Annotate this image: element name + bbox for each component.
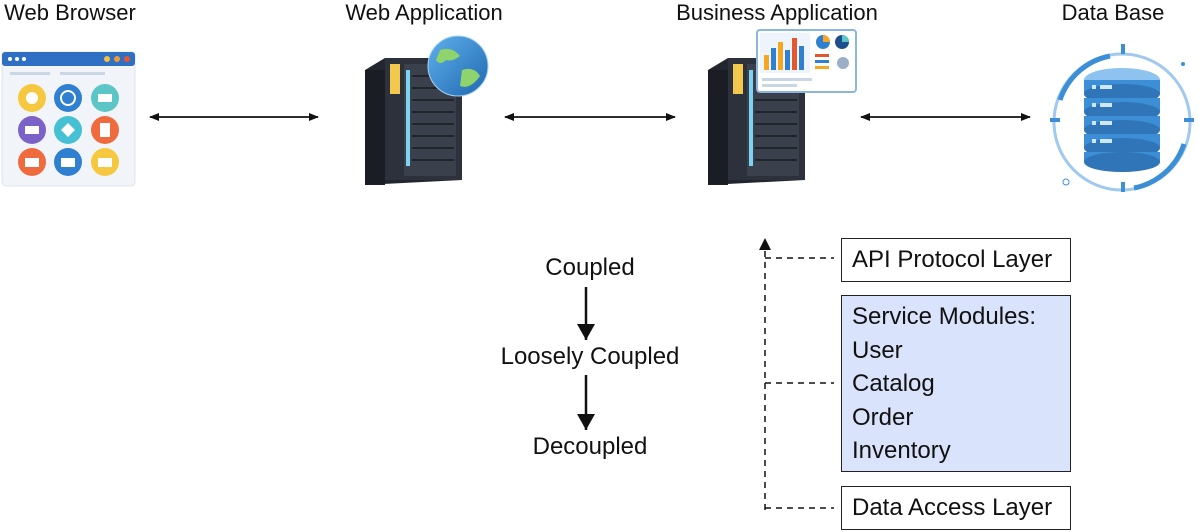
data-access-layer-box: Data Access Layer [841,486,1071,530]
tier-label-data-base: Data Base [1061,0,1165,25]
service-modules-title: Service Modules: [852,303,1037,330]
api-protocol-layer-box: API Protocol Layer [841,238,1071,282]
server-dashboard-icon [708,29,857,185]
service-module-order: Order [852,403,914,431]
flow-label-coupled: Coupled [545,254,635,281]
service-module-user: User [852,336,903,364]
database-stack [1084,68,1160,172]
layer-connector [764,250,834,510]
data-access-layer-label: Data Access Layer [852,494,1053,521]
flow-label-decoupled: Decoupled [532,433,648,460]
server-globe-icon [365,35,489,185]
tier-label-web-application: Web Application [345,0,503,25]
tier-label-business-application: Business Application [676,0,878,25]
tier-label-web-browser: Web Browser [4,0,136,25]
service-modules-box: Service Modules: User Catalog Order Inve… [841,295,1071,472]
api-protocol-layer-label: API Protocol Layer [852,246,1053,273]
flow-label-loosely-coupled: Loosely Coupled [500,343,680,370]
service-module-catalog: Catalog [852,370,935,397]
browser-window-icon [1,51,136,187]
arrow-up-to-business-app [759,238,771,250]
service-module-inventory: Inventory [852,437,951,464]
database-icon [1050,44,1194,192]
